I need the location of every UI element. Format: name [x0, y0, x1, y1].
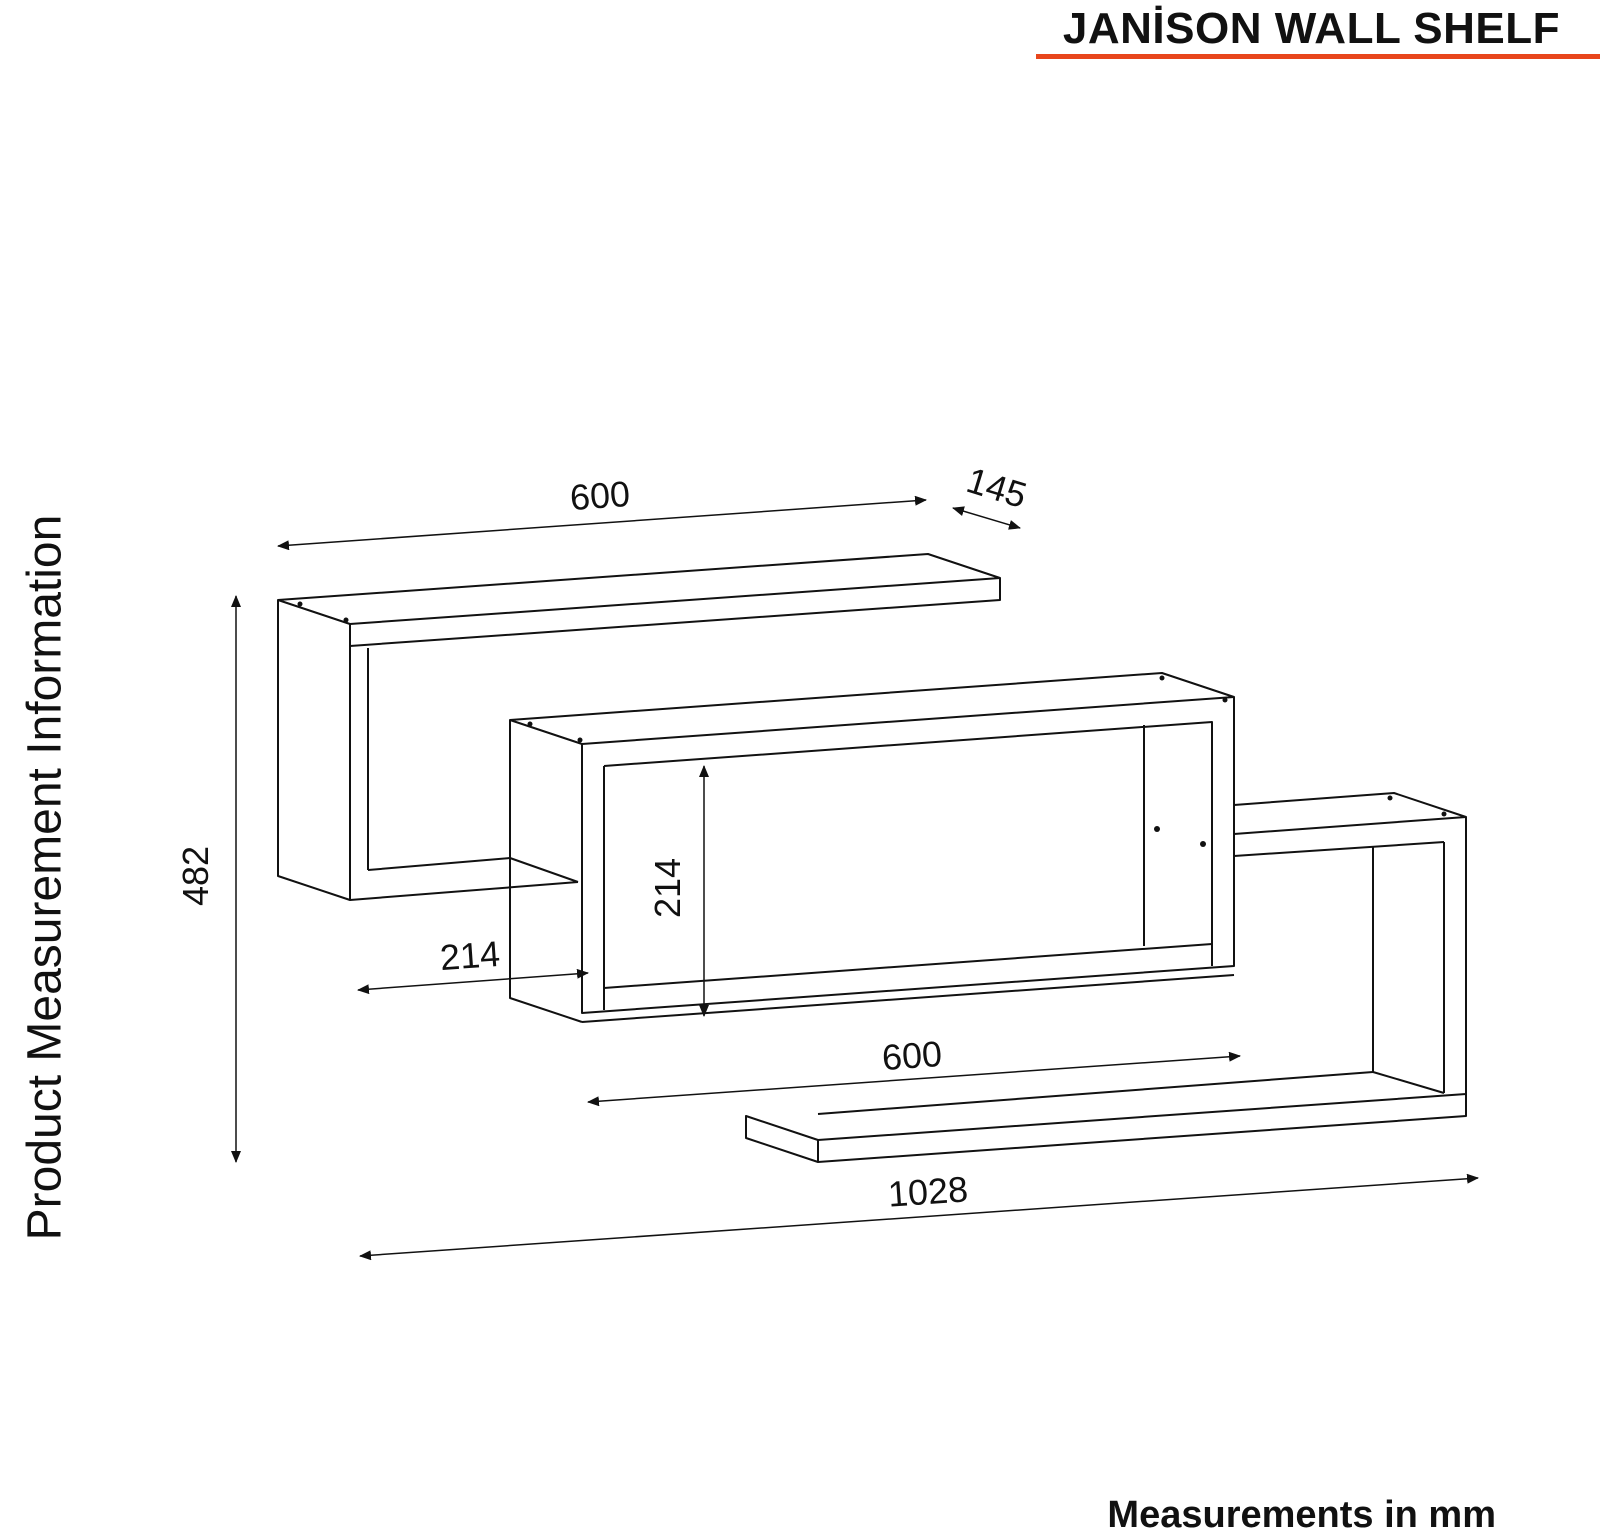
top-left-unit: [277, 553, 1001, 901]
bottom-right-unit: [745, 792, 1467, 1163]
product-title: JANİSON WALL SHELF: [1062, 4, 1560, 53]
shelf-outline: [277, 553, 1467, 1163]
middle-box: [509, 672, 1235, 1023]
dim-total-width-label: 1028: [887, 1168, 970, 1214]
dim-offset-label: 214: [439, 933, 502, 978]
dim-depth-label: 145: [962, 459, 1031, 516]
units-note: Measurements in mm: [1107, 1494, 1496, 1536]
dimension-labels: 600 145 482 214 214 600 1028: [175, 459, 1031, 1215]
fixing-holes: [297, 601, 1447, 847]
title-underline: [1036, 54, 1600, 59]
dim-top-width-label: 600: [569, 473, 632, 518]
dimension-lines: [231, 495, 1479, 1261]
dim-box-height-label: 214: [647, 858, 688, 918]
dim-total-height-label: 482: [175, 846, 216, 906]
dim-bottom-width-label: 600: [881, 1033, 944, 1078]
